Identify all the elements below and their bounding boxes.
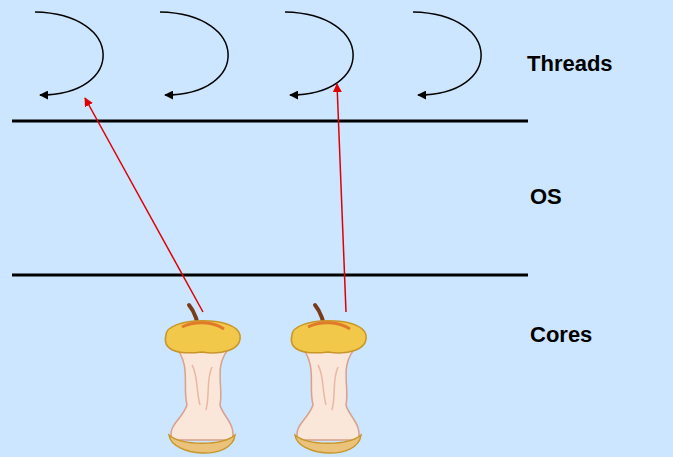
layer-divider <box>12 120 528 123</box>
layer-label: OS <box>530 184 562 210</box>
layer-label: Threads <box>527 51 613 77</box>
layer-label: Cores <box>530 322 592 348</box>
apple-core <box>291 305 366 453</box>
thread-loops <box>35 12 481 95</box>
schedule-arrow <box>85 98 203 312</box>
layer-divider <box>12 274 528 277</box>
apple-core <box>165 305 240 453</box>
schedule-arrow <box>337 84 346 312</box>
